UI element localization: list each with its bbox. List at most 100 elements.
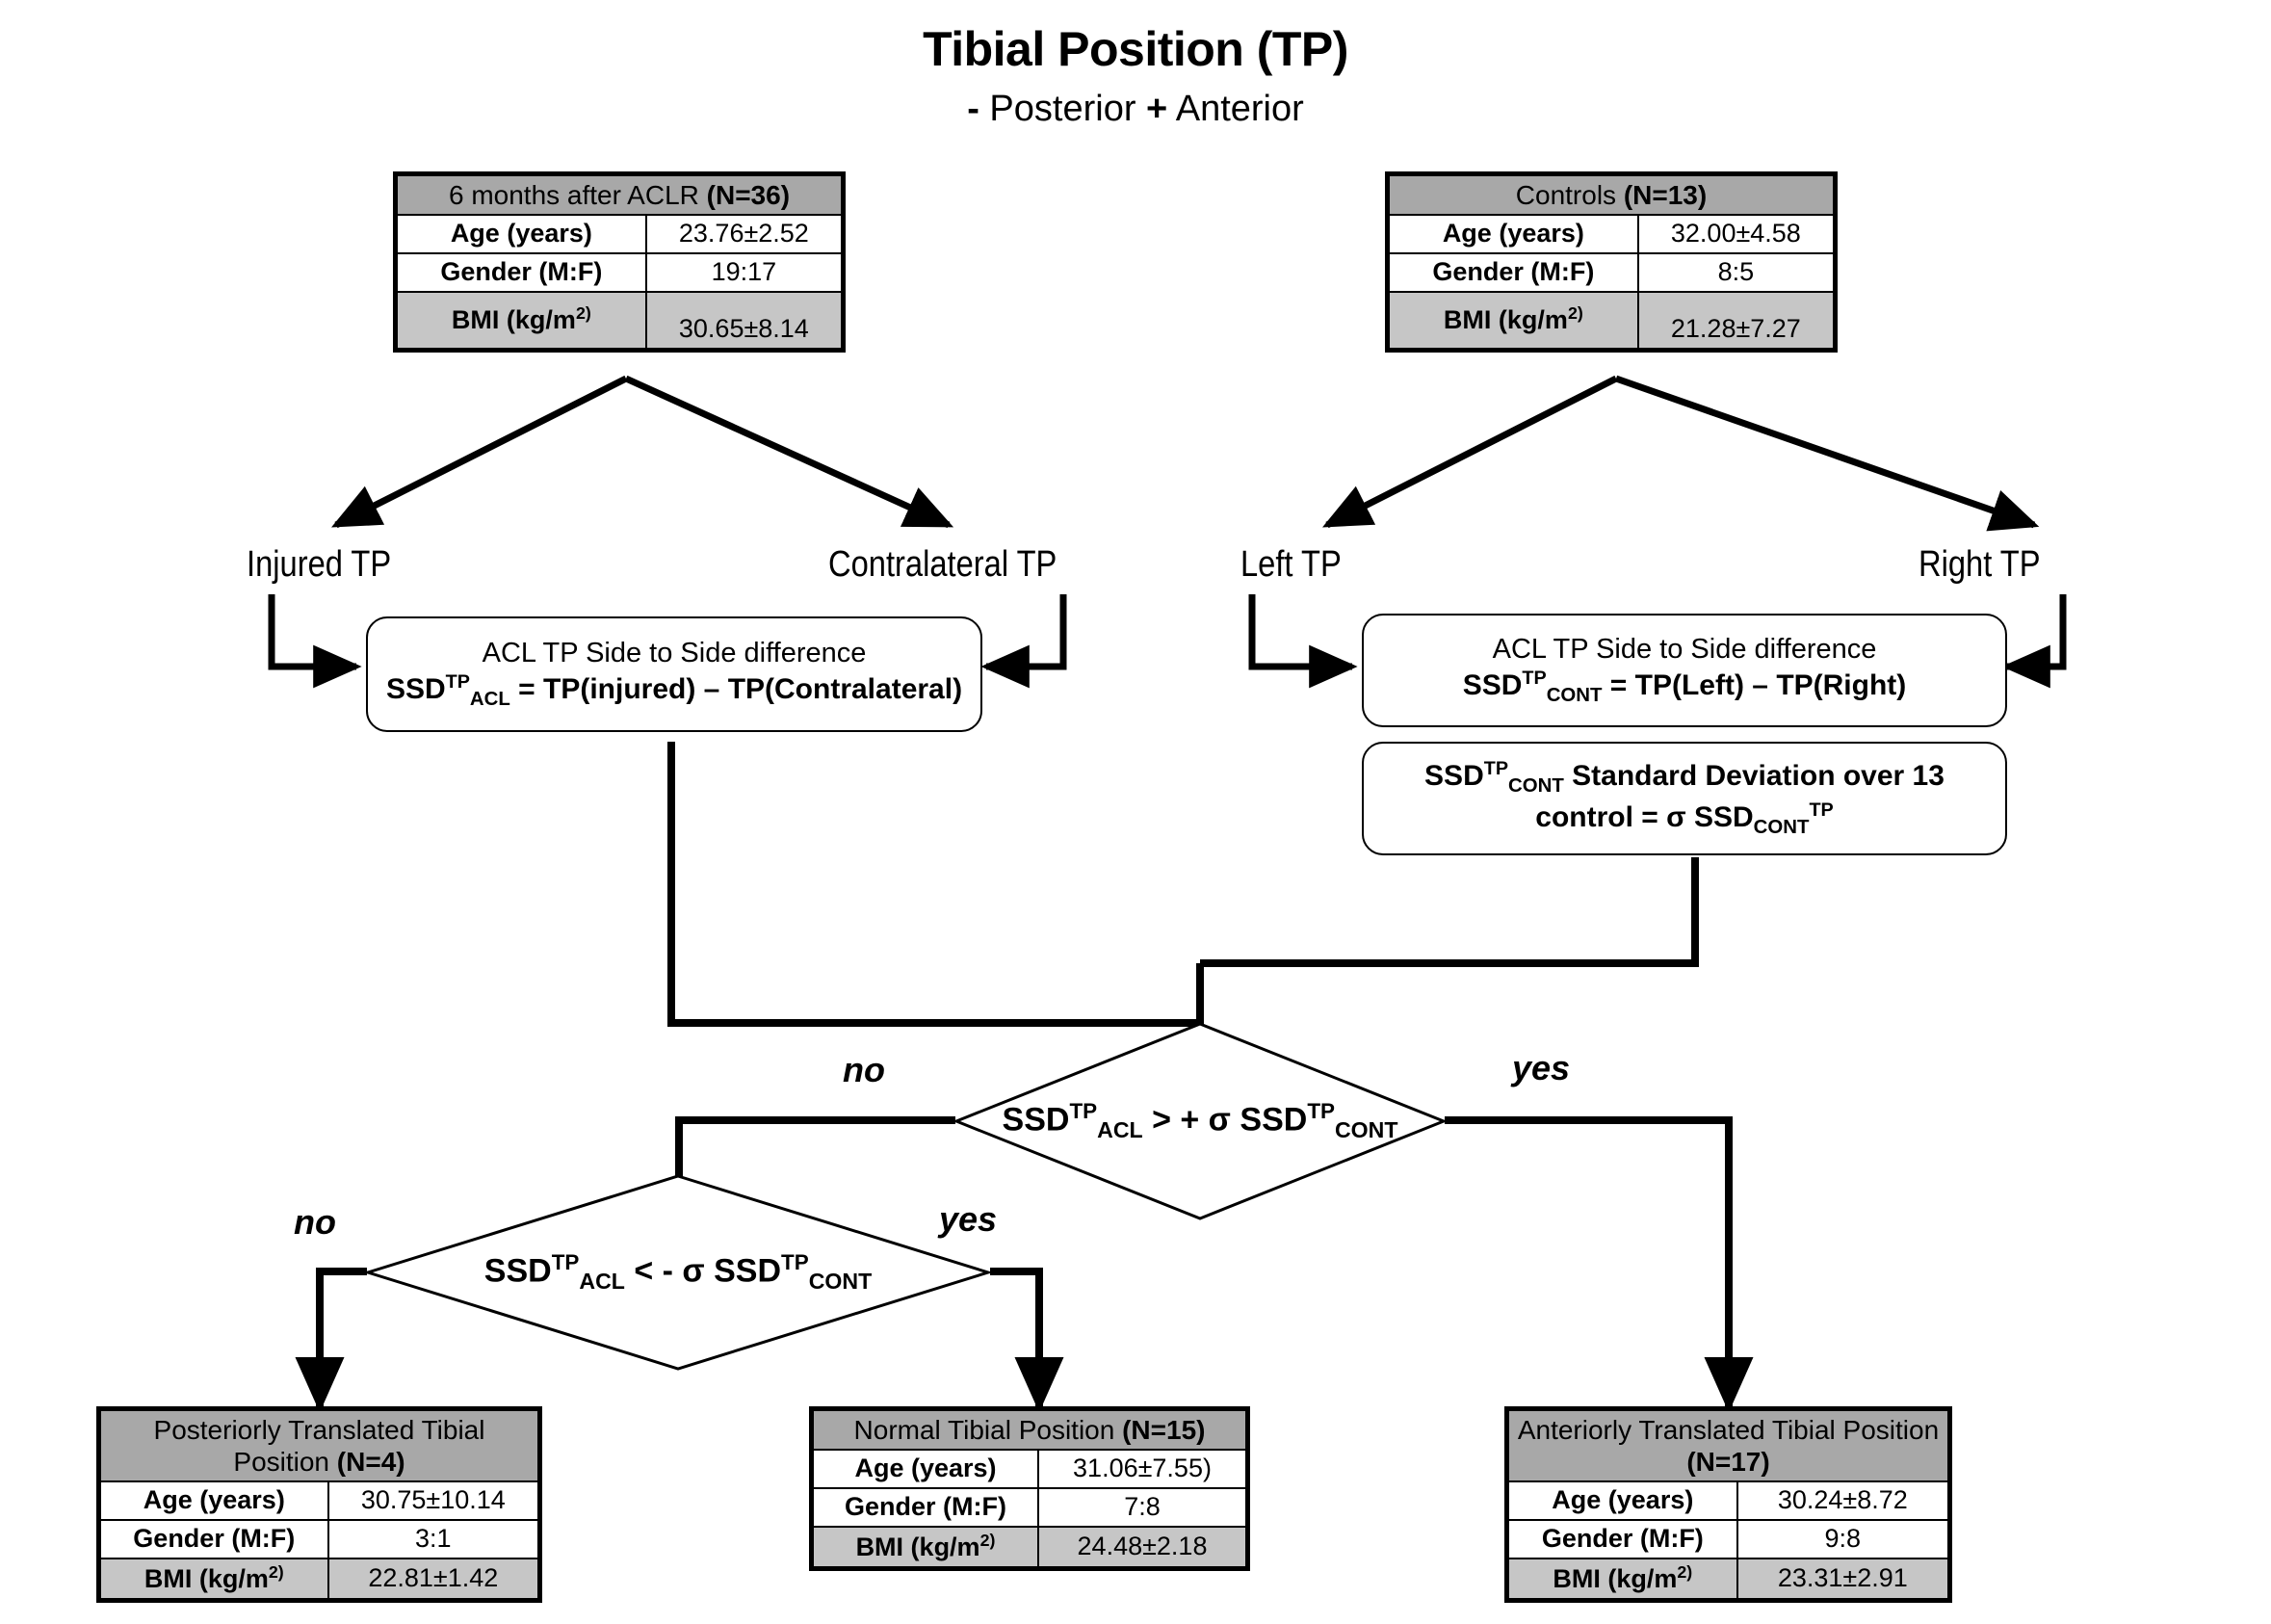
row-value: 30.75±10.14 xyxy=(326,1480,540,1521)
formula-ssd: SSD xyxy=(1462,669,1523,702)
label-left-tp: Left TP xyxy=(1240,544,1342,585)
edge-label-d1-no: no xyxy=(843,1050,885,1089)
row-label: BMI (kg/m2) xyxy=(396,290,647,350)
box-cont-ssd-line1: ACL TP Side to Side difference xyxy=(1492,634,1877,666)
subtitle-posterior-label: Posterior xyxy=(989,89,1136,129)
row-label: Age (years) xyxy=(99,1480,329,1521)
table-posterior-header: Posteriorly Translated Tibial Position (… xyxy=(99,1408,539,1483)
plus-sign-icon: + xyxy=(1146,89,1168,129)
row-label: Age (years) xyxy=(1507,1480,1738,1521)
formula-ssd: SSD xyxy=(385,673,446,706)
row-label: BMI (kg/m2) xyxy=(1507,1557,1738,1600)
box-sd-line1: SSDTPCONT Standard Deviation over 13 xyxy=(1424,757,1945,799)
header-n: (N=36) xyxy=(706,180,791,210)
row-label-sup: 2) xyxy=(268,1561,284,1582)
row-value: 3:1 xyxy=(326,1518,540,1559)
row-value: 24.48±2.18 xyxy=(1037,1525,1247,1568)
edge-label-d2-no: no xyxy=(294,1202,336,1242)
table-row: Age (years) 31.06±7.55) xyxy=(812,1449,1247,1489)
row-label: Gender (M:F) xyxy=(99,1518,329,1559)
box-sd-line2: control = σ SSDCONTTP xyxy=(1535,799,1833,841)
decision-diamond-2: SSDTPACL < - σ SSDTPCONT xyxy=(362,1173,994,1372)
row-value: 9:8 xyxy=(1736,1518,1950,1559)
edge-label-d1-yes: yes xyxy=(1512,1048,1571,1087)
row-label: BMI (kg/m2) xyxy=(99,1557,329,1600)
row-label-sup: 2) xyxy=(979,1530,996,1550)
sd2-pre: control = σ SSD xyxy=(1535,801,1754,833)
formula-sub: CONT xyxy=(1546,685,1603,707)
sd-rest: Standard Deviation over 13 xyxy=(1563,759,1945,792)
formula-rest: = TP(injured) – TP(Contralateral) xyxy=(509,673,963,706)
row-label-text: BMI (kg/m xyxy=(451,305,576,335)
table-row-header: Anteriorly Translated Tibial Position (N… xyxy=(1507,1408,1949,1483)
table-row: Age (years) 32.00±4.58 xyxy=(1388,214,1836,254)
row-value: 8:5 xyxy=(1636,251,1836,293)
header-text: 6 months after ACLR xyxy=(448,180,707,210)
header-text: Controls xyxy=(1515,180,1624,210)
table-controls-header: Controls (N=13) xyxy=(1388,173,1835,217)
header-text: Anteriorly Translated Tibial Position xyxy=(1517,1415,1940,1445)
sd-sup: TP xyxy=(1483,757,1509,779)
row-label: Gender (M:F) xyxy=(1507,1518,1738,1559)
row-label-sup: 2) xyxy=(575,303,591,324)
table-row: Age (years) 30.24±8.72 xyxy=(1507,1480,1950,1521)
formula-rest: = TP(Left) – TP(Right) xyxy=(1602,669,1907,702)
table-controls: Controls (N=13) Age (years) 32.00±4.58 G… xyxy=(1385,171,1838,353)
sd2-sub: CONT xyxy=(1753,817,1810,838)
table-normal: Normal Tibial Position (N=15) Age (years… xyxy=(809,1406,1250,1571)
sd-sub: CONT xyxy=(1508,774,1564,797)
header-n: (N=13) xyxy=(1623,180,1708,210)
table-row: Gender (M:F) 7:8 xyxy=(812,1486,1247,1528)
subtitle-anterior-label: Anterior xyxy=(1175,89,1304,129)
box-acl-ssd: ACL TP Side to Side difference SSDTPACL … xyxy=(366,616,982,732)
row-label-text: BMI (kg/m xyxy=(1553,1563,1678,1593)
label-right-tp: Right TP xyxy=(1919,544,2041,585)
box-acl-ssd-line1: ACL TP Side to Side difference xyxy=(482,638,867,669)
row-value: 7:8 xyxy=(1037,1486,1247,1528)
table-row: Gender (M:F) 19:17 xyxy=(396,251,844,293)
box-sd-controls: SSDTPCONT Standard Deviation over 13 con… xyxy=(1362,742,2007,855)
label-contralateral-tp: Contralateral TP xyxy=(828,544,1057,585)
row-label: Age (years) xyxy=(1388,214,1639,254)
row-value: 30.24±8.72 xyxy=(1736,1480,1950,1521)
header-text: Posteriorly Translated Tibial Position xyxy=(153,1415,485,1478)
edge-label-d2-yes: yes xyxy=(939,1199,998,1239)
page-title: Tibial Position (TP) xyxy=(923,22,1348,76)
row-label: BMI (kg/m2) xyxy=(1388,290,1639,350)
row-label: Gender (M:F) xyxy=(812,1486,1039,1528)
page-subtitle: - Posterior + Anterior xyxy=(0,89,2271,130)
row-label-text: BMI (kg/m xyxy=(144,1563,269,1593)
table-row: BMI (kg/m2) 21.28±7.27 xyxy=(1388,290,1836,350)
row-label: Age (years) xyxy=(396,214,647,254)
table-anterior-header: Anteriorly Translated Tibial Position (N… xyxy=(1507,1408,1949,1483)
table-row-header: Normal Tibial Position (N=15) xyxy=(812,1408,1247,1452)
formula-sup: TP xyxy=(1522,668,1547,690)
formula-sub: ACL xyxy=(469,689,510,711)
table-anterior: Anteriorly Translated Tibial Position (N… xyxy=(1504,1406,1952,1603)
header-text: Normal Tibial Position xyxy=(853,1415,1123,1445)
header-n: (N=17) xyxy=(1686,1447,1770,1478)
row-label-text: BMI (kg/m xyxy=(855,1532,980,1561)
row-label-text: BMI (kg/m xyxy=(1443,305,1568,335)
row-label: BMI (kg/m2) xyxy=(812,1525,1039,1568)
row-value: 23.76±2.52 xyxy=(644,214,844,254)
table-row: BMI (kg/m2) 24.48±2.18 xyxy=(812,1525,1247,1568)
table-row: BMI (kg/m2) 22.81±1.42 xyxy=(99,1557,540,1600)
row-value: 23.31±2.91 xyxy=(1736,1557,1950,1600)
row-value: 32.00±4.58 xyxy=(1636,214,1836,254)
row-value: 30.65±8.14 xyxy=(644,290,844,350)
table-posterior: Posteriorly Translated Tibial Position (… xyxy=(96,1406,542,1603)
row-label: Age (years) xyxy=(812,1449,1039,1489)
header-n: (N=15) xyxy=(1122,1415,1206,1445)
table-row: Gender (M:F) 3:1 xyxy=(99,1518,540,1559)
table-row: Age (years) 23.76±2.52 xyxy=(396,214,844,254)
row-value: 31.06±7.55) xyxy=(1037,1449,1247,1489)
table-aclr-header: 6 months after ACLR (N=36) xyxy=(396,173,843,217)
table-aclr: 6 months after ACLR (N=36) Age (years) 2… xyxy=(393,171,846,353)
row-label: Gender (M:F) xyxy=(1388,251,1639,293)
row-label-sup: 2) xyxy=(1567,303,1583,324)
row-value: 19:17 xyxy=(644,251,844,293)
box-cont-ssd: ACL TP Side to Side difference SSDTPCONT… xyxy=(1362,614,2007,727)
table-row-header: 6 months after ACLR (N=36) xyxy=(396,173,843,217)
